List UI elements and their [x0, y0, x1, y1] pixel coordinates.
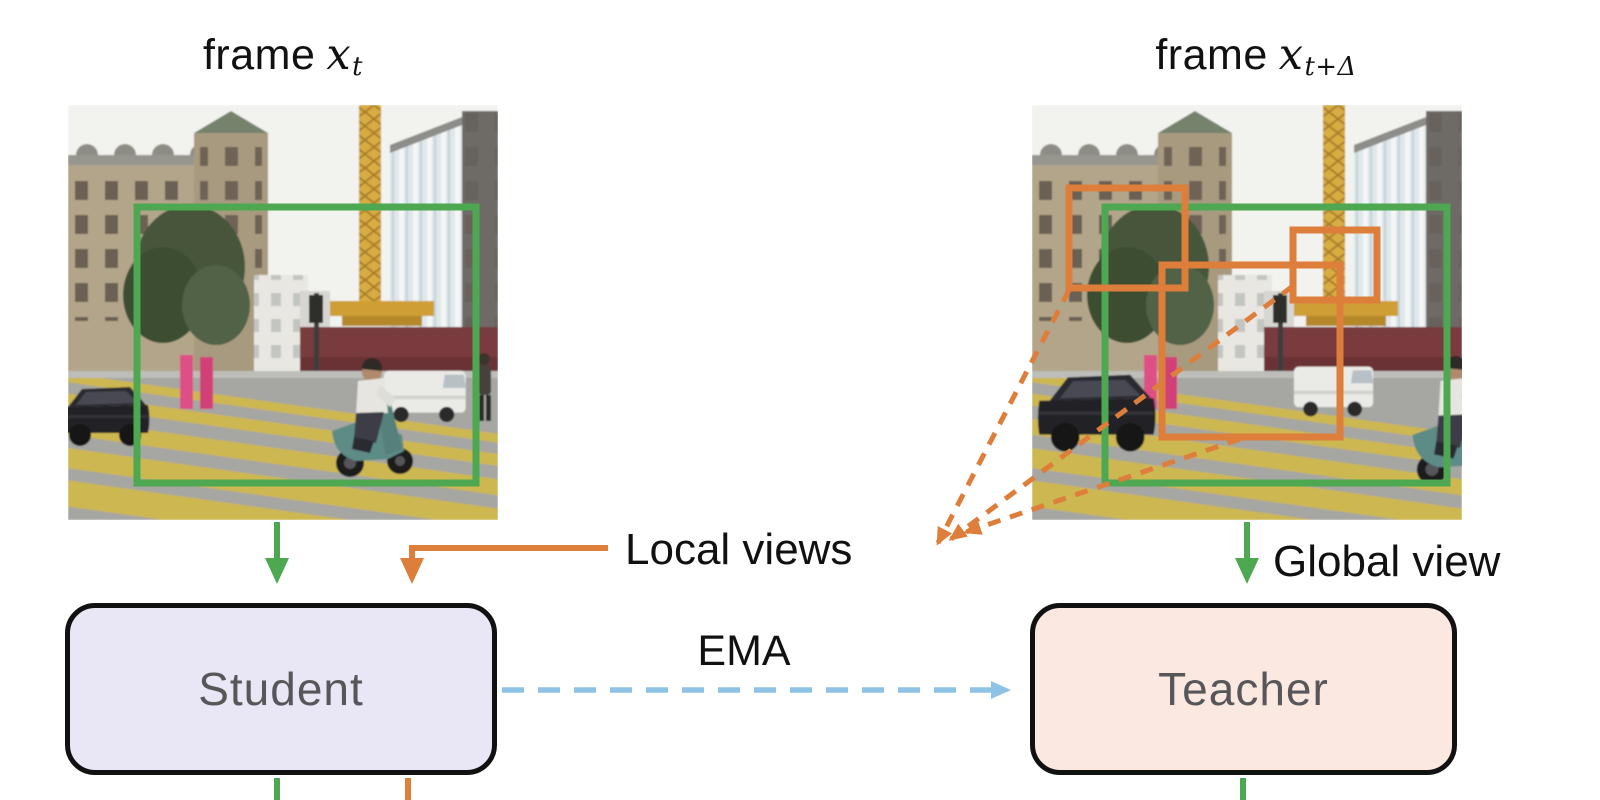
student-node: Student — [65, 603, 497, 775]
global-view-label: Global view — [1273, 537, 1501, 586]
frame-title-left-prefix: frame — [202, 31, 316, 79]
frame-title-left-subscript: t — [352, 51, 364, 82]
teacher-node: Teacher — [1030, 603, 1457, 775]
frame-photo-right — [1032, 105, 1462, 520]
local-views-label: Local views — [625, 525, 853, 574]
frame-title-right-prefix: frame — [1155, 31, 1268, 79]
frame-title-right-subscript: t+Δ — [1304, 51, 1357, 82]
frame-title-right-variable: x — [1278, 30, 1304, 80]
local-views-to-student-arrow — [400, 545, 608, 584]
ema-label: EMA — [697, 627, 791, 675]
student-node-label: Student — [198, 663, 364, 715]
frame-photo-left — [68, 105, 498, 520]
teacher-node-label: Teacher — [1158, 663, 1329, 715]
frame-title-left-variable: x — [326, 30, 352, 80]
